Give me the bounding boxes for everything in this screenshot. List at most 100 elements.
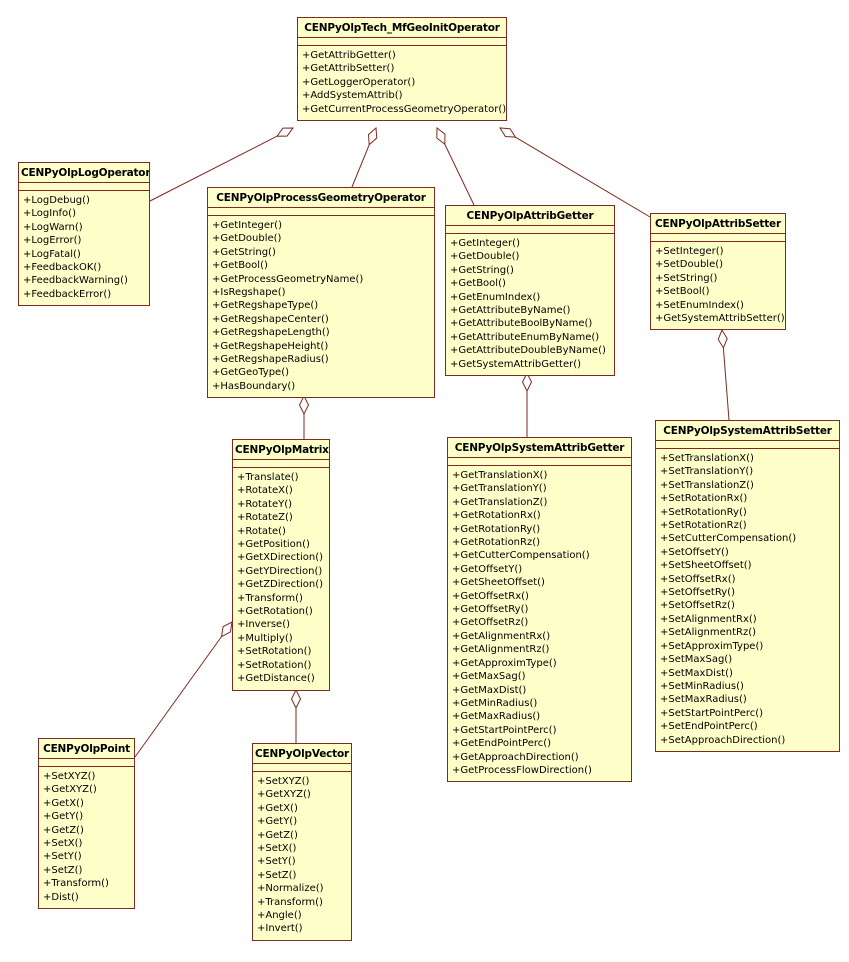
aggregation-diamond-tech-log	[275, 127, 294, 137]
aggregation-connector-tech-getter	[444, 144, 475, 206]
method-item: +SetZ()	[43, 864, 83, 876]
method-item: +Rotate()	[237, 525, 286, 537]
method-item: +SetApproachDirection()	[660, 734, 786, 746]
method-item: +FeedbackWarning()	[23, 275, 128, 287]
attributes-compartment	[253, 764, 351, 772]
methods-compartment: +SetInteger() +SetDouble()+SetString() +Se…	[651, 242, 785, 329]
method-item: +GetDouble()	[450, 251, 520, 263]
method-item: +GetXDirection()	[237, 552, 324, 564]
methods-compartment: +GetInteger()+GetDouble()+GetString()+Ge…	[208, 216, 434, 397]
method-item: +SetXYZ()	[43, 771, 96, 782]
class-title: CENPyOlpProcessGeometryOperator	[208, 188, 434, 208]
method-item: +GetPosition()	[237, 539, 310, 551]
method-item: +GetY()	[43, 811, 84, 823]
class-pgo[interactable]: CENPyOlpProcessGeometryOperator +GetInteg…	[207, 187, 435, 399]
method-item: +GetRegshapeHeight()	[212, 340, 329, 352]
method-item: +RotateZ()	[237, 512, 293, 524]
method-item: +GetTranslationX()	[452, 470, 548, 481]
aggregation-diamond-tech-setter	[499, 127, 517, 138]
class-title: CENPyOlpTech_MfGeoInitOperator	[298, 18, 506, 38]
method-item: +GetEnumIndex()	[450, 291, 541, 303]
method-item: +GetTranslationZ()	[452, 496, 548, 508]
method-item: +LogFatal()	[23, 248, 81, 260]
method-item: +GetMaxRadius()	[452, 711, 541, 723]
class-tech[interactable]: CENPyOlpTech_MfGeoInitOperator +GetAttrib…	[297, 17, 507, 122]
method-item: +GetZDirection()	[237, 579, 324, 591]
method-item: +GetOffsetRx()	[452, 590, 529, 602]
method-item: +SetRotation()	[237, 659, 312, 671]
method-item: +SetRotationRz()	[660, 520, 747, 532]
method-item: +SetInteger()	[655, 246, 724, 257]
method-item: +SetX()	[43, 838, 83, 850]
method-item: +GetEndPointPerc()	[452, 738, 552, 750]
method-item: +GetGeoType()	[212, 367, 289, 379]
attributes-compartment	[298, 38, 506, 46]
method-item: +GetYDirection()	[237, 565, 323, 577]
method-item: +SetTranslationX()	[660, 453, 754, 464]
class-title: CENPyOlpPoint	[39, 739, 134, 759]
method-item: +Translate()	[237, 472, 299, 483]
aggregation-connector-tech-pgo	[351, 144, 370, 188]
methods-compartment: +GetTranslationX()+GetTranslationY()+Get…	[448, 466, 631, 781]
method-item: +SetMaxRadius()	[660, 694, 747, 706]
method-item: +GetInteger()	[450, 238, 520, 249]
method-item: +Multiply()	[237, 632, 293, 644]
class-title: CENPyOlpSystemAttribSetter	[656, 421, 839, 441]
method-item: +SetBool()	[655, 286, 710, 298]
method-item: +Normalize()	[257, 883, 324, 895]
method-item: +SetOffsetY()	[660, 546, 729, 558]
method-item: +GetStartPointPerc()	[452, 724, 557, 736]
aggregation-diamond-matrix-point	[220, 621, 233, 638]
method-item: +GetLoggerOperator()	[302, 76, 416, 88]
method-item: +GetOffsetRy()	[452, 604, 529, 616]
method-item: +GetAttribGetter()	[302, 50, 396, 61]
method-item: +RotateY()	[237, 498, 293, 510]
method-item: +IsRegshape()	[212, 287, 286, 299]
method-item: +SetOffsetRy()	[660, 587, 735, 599]
class-matrix[interactable]: CENPyOlpMatrix +Translate()+RotateX()+Rot…	[232, 439, 330, 691]
methods-compartment: +Translate()+RotateX()+RotateY()+RotateZ…	[233, 468, 329, 690]
class-syssetter[interactable]: CENPyOlpSystemAttribSetter +SetTranslatio…	[655, 420, 840, 752]
class-log[interactable]: CENPyOlpLogOperator+LogDebug()+LogInfo()…	[18, 162, 150, 307]
method-item: +HasBoundary()	[212, 380, 296, 392]
method-item: +SetString()	[655, 272, 718, 284]
method-item: +Dist()	[43, 891, 79, 903]
method-item: +GetCurrentProcessGeometryOperator()	[302, 103, 507, 115]
method-item: +GetAttributeEnumByName()	[450, 331, 600, 343]
method-item: +GetSystemAttribGetter()	[450, 358, 582, 370]
method-item: +SetTranslationZ()	[660, 479, 754, 491]
method-item: +GetAttribSetter()	[302, 63, 395, 75]
method-item: +GetMaxDist()	[452, 684, 527, 696]
method-item: +SetOffsetRx()	[660, 573, 736, 585]
method-item: +LogDebug()	[23, 195, 90, 206]
method-item: +GetSystemAttribSetter()	[655, 313, 785, 325]
attributes-compartment	[233, 460, 329, 468]
method-item: +Transform()	[257, 896, 323, 908]
method-item: +GetCutterCompensation()	[452, 550, 590, 562]
method-item: +GetAlignmentRx()	[452, 630, 551, 642]
method-item: +SetOffsetRz()	[660, 600, 735, 612]
method-item: +SetY()	[43, 851, 82, 863]
class-point[interactable]: CENPyOlpPoint +SetXYZ()+GetXYZ()+GetX()+G…	[38, 738, 135, 910]
method-item: +GetString()	[450, 264, 514, 276]
method-item: +Inverse()	[237, 619, 291, 631]
methods-compartment: +LogDebug()+LogInfo()+LogWarn()+LogError…	[19, 191, 149, 305]
methods-compartment: +SetXYZ()+GetXYZ()+GetX()+GetY()+GetZ()+…	[39, 767, 134, 908]
method-item: +GetProcessFlowDirection()	[452, 764, 592, 776]
method-item: +SetAlignmentRx()	[660, 613, 757, 625]
method-item: +Invert()	[257, 923, 303, 935]
method-item: +GetRotation()	[237, 606, 313, 618]
method-item: +Angle()	[257, 910, 302, 922]
class-vector[interactable]: CENPyOlpVector+SetXYZ()+GetXYZ()+GetX()+…	[252, 743, 352, 941]
class-getter[interactable]: CENPyOlpAttribGetter+GetInteger()+GetDou…	[445, 205, 615, 377]
method-item: +SetDouble()	[655, 259, 724, 271]
class-setter[interactable]: CENPyOlpAttribSetter+SetInteger()+SetDou…	[650, 213, 786, 331]
class-title: CENPyOlpMatrix	[233, 440, 329, 460]
attributes-compartment	[446, 226, 614, 234]
method-item: +GetDouble()	[212, 233, 282, 245]
class-sysgetter[interactable]: CENPyOlpSystemAttribGetter+GetTranslatio…	[447, 437, 632, 783]
method-item: +LogInfo()	[23, 208, 76, 220]
attributes-compartment	[19, 183, 149, 191]
method-item: +GetZ()	[257, 829, 298, 841]
